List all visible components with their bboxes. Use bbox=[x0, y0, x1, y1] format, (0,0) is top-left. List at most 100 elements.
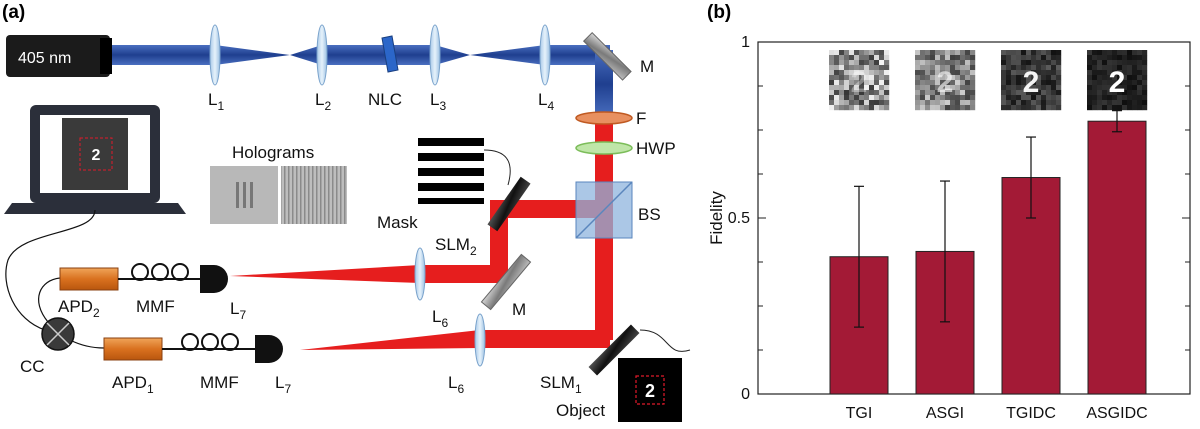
thumbnail-pixel bbox=[884, 70, 890, 76]
thumbnail-pixel bbox=[829, 85, 835, 91]
lens-label-l6-top: L6 bbox=[432, 307, 448, 330]
thumbnail-pixel bbox=[1107, 70, 1113, 76]
thumbnail-pixel bbox=[920, 55, 926, 61]
thumbnail-pixel bbox=[1142, 65, 1148, 71]
thumbnail-pixel bbox=[1006, 70, 1012, 76]
thumbnail-pixel bbox=[829, 75, 835, 81]
thumbnail-pixel bbox=[920, 105, 926, 111]
thumbnail-pixel bbox=[1031, 55, 1037, 61]
thumbnail-pixel bbox=[879, 90, 885, 96]
thumbnail-pixel bbox=[1122, 60, 1128, 66]
y-tick-label: 1 bbox=[741, 34, 750, 51]
thumbnail-pixel bbox=[1142, 80, 1148, 86]
thumbnail-pixel bbox=[864, 100, 870, 106]
thumbnail-pixel bbox=[1001, 60, 1007, 66]
thumbnail-pixel bbox=[884, 105, 890, 111]
thumbnail-pixel bbox=[1122, 50, 1128, 56]
thumbnail-pixel bbox=[834, 70, 840, 76]
thumbnail-pixel bbox=[1107, 100, 1113, 106]
thumbnail-pixel bbox=[1112, 95, 1118, 101]
thumbnail-pixel bbox=[1117, 85, 1123, 91]
thumbnail-pixel bbox=[945, 95, 951, 101]
thumbnail-pixel bbox=[879, 100, 885, 106]
bar-asgidc bbox=[1087, 120, 1147, 395]
thumbnail-pixel bbox=[1056, 105, 1062, 111]
thumbnail-pixel bbox=[1092, 75, 1098, 81]
thumbnail-pixel bbox=[884, 95, 890, 101]
thumbnail-pixel bbox=[1097, 95, 1103, 101]
thumbnail-pixel bbox=[849, 100, 855, 106]
blue-beam bbox=[110, 45, 613, 118]
thumbnail-pixel bbox=[869, 85, 875, 91]
thumbnail-pixel bbox=[854, 95, 860, 101]
thumbnail-pixel bbox=[1006, 80, 1012, 86]
thumbnail-pixel bbox=[1142, 85, 1148, 91]
thumbnail-pixel bbox=[1016, 85, 1022, 91]
thumbnail-pixel bbox=[1102, 95, 1108, 101]
thumbnail-pixel bbox=[935, 95, 941, 101]
thumbnail-pixel bbox=[1097, 75, 1103, 81]
thumbnail-pixel bbox=[1112, 105, 1118, 111]
thumbnail-pixel bbox=[1127, 60, 1133, 66]
thumbnail-pixel bbox=[1046, 105, 1052, 111]
thumbnail-pixel bbox=[1122, 105, 1128, 111]
thumbnail-pixel bbox=[1041, 65, 1047, 71]
screen-digit: 2 bbox=[92, 147, 101, 164]
thumbnail-pixel bbox=[849, 85, 855, 91]
thumbnail-pixel bbox=[960, 85, 966, 91]
thumbnail-pixel bbox=[1087, 50, 1093, 56]
thumbnail-pixel bbox=[1011, 65, 1017, 71]
thumbnail-pixel bbox=[1102, 75, 1108, 81]
thumbnail-pixel bbox=[940, 75, 946, 81]
thumbnail-pixel bbox=[834, 80, 840, 86]
thumbnail-pixel bbox=[1137, 95, 1143, 101]
thumbnail-pixel bbox=[955, 70, 961, 76]
thumbnail-pixel bbox=[925, 100, 931, 106]
thumbnail-pixel bbox=[1122, 95, 1128, 101]
thumbnail-pixel bbox=[915, 80, 921, 86]
thumbnail-pixel bbox=[965, 80, 971, 86]
thumbnail-pixel bbox=[1036, 95, 1042, 101]
thumbnail-pixel bbox=[859, 75, 865, 81]
thumbnail-pixel bbox=[859, 85, 865, 91]
thumbnail-pixel bbox=[1127, 80, 1133, 86]
thumbnail-pixel bbox=[1011, 75, 1017, 81]
thumbnail-pixel bbox=[1127, 100, 1133, 106]
thumbnail-pixel bbox=[970, 70, 976, 76]
thumbnail-pixel bbox=[1041, 55, 1047, 61]
thumbnail-pixel bbox=[1142, 50, 1148, 56]
thumbnail-pixel bbox=[874, 50, 880, 56]
thumbnail-pixel bbox=[1092, 55, 1098, 61]
thumbnail-pixel bbox=[1006, 95, 1012, 101]
thumbnail-pixel bbox=[879, 70, 885, 76]
thumbnail-pixel bbox=[1036, 65, 1042, 71]
thumbnail-pixel bbox=[965, 60, 971, 66]
thumbnail-pixel bbox=[844, 60, 850, 66]
thumbnail-pixel bbox=[1092, 90, 1098, 96]
thumbnail-pixel bbox=[1127, 50, 1133, 56]
thumbnail-pixel bbox=[935, 70, 941, 76]
thumbnail-pixel bbox=[960, 100, 966, 106]
thumbnail-pixel bbox=[839, 100, 845, 106]
thumbnail-pixel bbox=[1127, 65, 1133, 71]
thumbnail-pixel bbox=[1006, 55, 1012, 61]
lens-label-l6-bottom: L6 bbox=[448, 373, 464, 396]
thumbnail-pixel bbox=[915, 90, 921, 96]
thumbnail-pixel bbox=[854, 100, 860, 106]
thumbnail-pixel bbox=[970, 65, 976, 71]
thumbnail-pixel bbox=[1031, 105, 1037, 111]
thumbnail-pixel bbox=[1056, 100, 1062, 106]
thumbnail-pixel bbox=[925, 80, 931, 86]
thumbnail-pixel bbox=[930, 105, 936, 111]
thumbnail-pixel bbox=[1016, 50, 1022, 56]
thumbnail-pixel bbox=[1026, 75, 1032, 81]
thumbnail-pixel bbox=[1051, 100, 1057, 106]
thumbnail-pixel bbox=[960, 60, 966, 66]
thumbnail-pixel bbox=[920, 50, 926, 56]
thumbnail-pixel bbox=[874, 85, 880, 91]
thumbnail-pixel bbox=[1117, 60, 1123, 66]
thumbnail-pixel bbox=[970, 105, 976, 111]
thumbnail-pixel bbox=[1102, 105, 1108, 111]
thumbnail-pixel bbox=[1006, 105, 1012, 111]
